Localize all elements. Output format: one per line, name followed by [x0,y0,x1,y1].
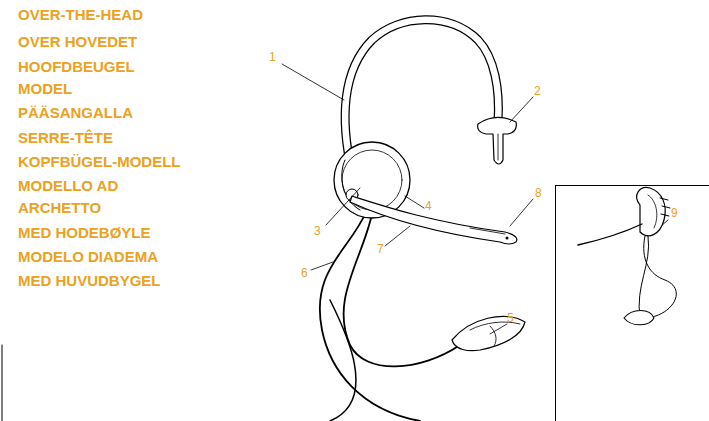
leader-lines [282,64,668,334]
model-heading: OVER-THE-HEAD [18,4,143,26]
clothing-clip [452,316,525,350]
callout-number: 7 [377,242,384,256]
model-heading: MED HODEBØYLE [18,222,151,244]
t-pad [478,117,517,164]
model-heading: MED HUVUDBYGEL [18,270,161,292]
inset-box: 9 [555,185,709,421]
callout-number: 9 [671,206,678,220]
model-heading: HOOFDBEUGEL MODEL [18,56,148,100]
frame-line [2,345,3,421]
model-heading: PÄÄSANGALLA [18,102,133,124]
callout-number: 2 [534,84,541,98]
model-heading: SERRE-TÊTE [18,127,113,149]
model-heading: MODELO DIADEMA [18,246,158,268]
callout-number: 6 [301,266,308,280]
callout-number: 3 [314,224,321,238]
callout-number: 8 [535,186,542,200]
model-heading: OVER HOVEDET [18,31,137,53]
callout-number: 4 [425,199,432,213]
microphone-boom [350,196,517,244]
callout-number: 5 [507,311,514,325]
inset-headset [578,187,676,324]
callout-number: 1 [269,50,276,64]
model-heading: MODELLO AD ARCHETTO [18,175,138,219]
cord [320,212,420,421]
model-heading: KOPFBÜGEL-MODELL [18,151,181,173]
